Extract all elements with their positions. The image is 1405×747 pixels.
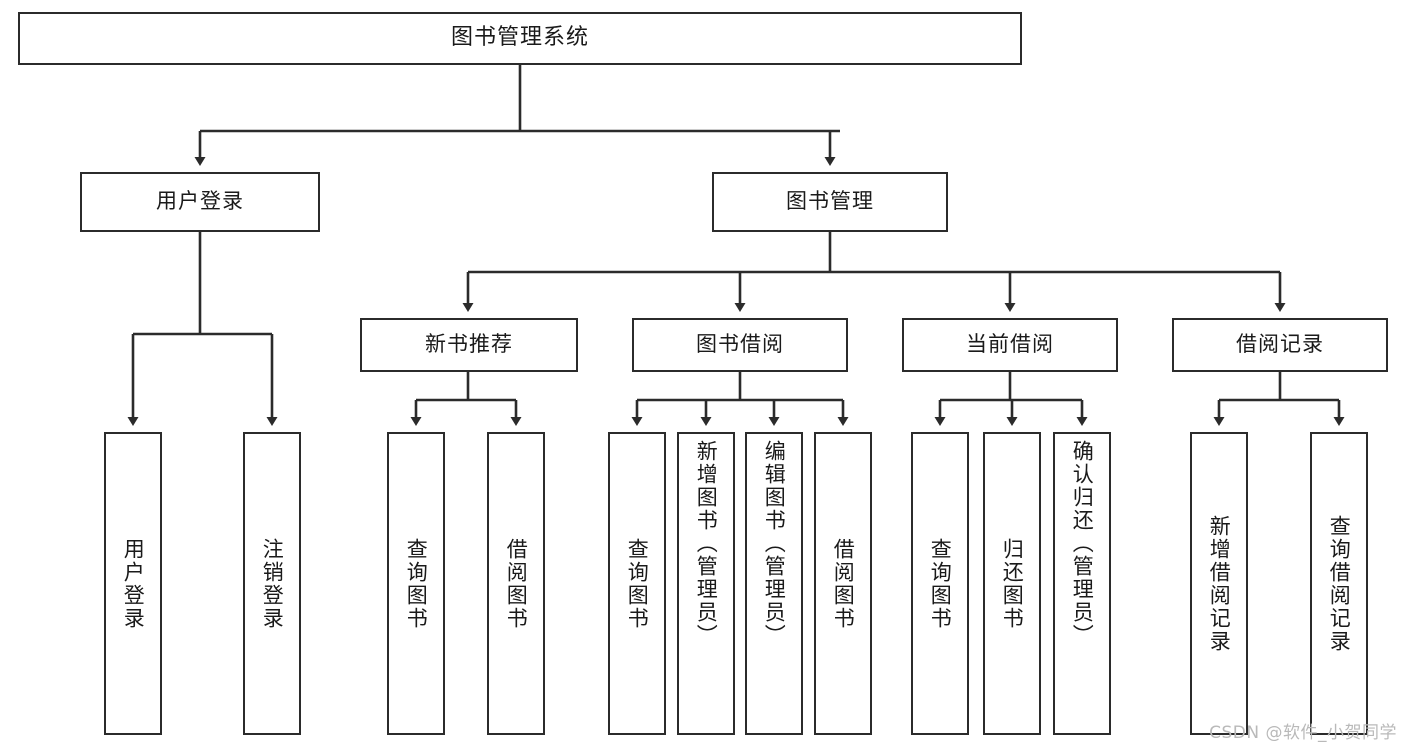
leaf-return-book[interactable]: 归还图书 [983,432,1041,735]
leaf-add-borrow-record[interactable]: 新增借阅记录 [1190,432,1248,735]
node-new-book-recommend[interactable]: 新书推荐 [360,318,578,372]
leaf-add-book-admin-label: 新增图书（管理员） [694,440,719,647]
node-user-login-label: 用户登录 [156,189,244,214]
watermark-text: CSDN @软件_小贺同学 [1209,723,1397,743]
leaf-add-borrow-record-label: 新增借阅记录 [1207,514,1232,653]
leaf-query-borrow-record-label: 查询借阅记录 [1327,514,1352,653]
leaf-borrow-book-label: 借阅图书 [831,537,856,630]
leaf-query-book-current[interactable]: 查询图书 [911,432,969,735]
leaf-user-login-label: 用户登录 [121,537,146,630]
leaf-query-book-borrow-label: 查询图书 [625,537,650,630]
leaf-borrow-book-newbook[interactable]: 借阅图书 [487,432,545,735]
leaf-borrow-book-newbook-label: 借阅图书 [504,537,529,630]
leaf-edit-book-admin-label: 编辑图书（管理员） [762,440,787,647]
leaf-add-book-admin[interactable]: 新增图书（管理员） [677,432,735,735]
leaf-edit-book-admin[interactable]: 编辑图书（管理员） [745,432,803,735]
node-book-management-label: 图书管理 [786,189,874,214]
leaf-query-book-current-label: 查询图书 [928,537,953,630]
leaf-return-book-label: 归还图书 [1000,537,1025,630]
node-book-management[interactable]: 图书管理 [712,172,948,232]
node-root-label: 图书管理系统 [450,25,589,51]
leaf-user-login[interactable]: 用户登录 [104,432,162,735]
node-book-borrow[interactable]: 图书借阅 [632,318,848,372]
leaf-confirm-return-admin-label: 确认归还（管理员） [1070,440,1095,647]
node-borrow-record-label: 借阅记录 [1236,332,1324,357]
leaf-query-book-newbook-label: 查询图书 [404,537,429,630]
node-current-borrow[interactable]: 当前借阅 [902,318,1118,372]
node-borrow-record[interactable]: 借阅记录 [1172,318,1388,372]
leaf-query-book-newbook[interactable]: 查询图书 [387,432,445,735]
leaf-confirm-return-admin[interactable]: 确认归还（管理员） [1053,432,1111,735]
leaf-logout-label: 注销登录 [260,537,285,630]
node-book-borrow-label: 图书借阅 [696,332,784,357]
node-new-book-recommend-label: 新书推荐 [425,332,513,357]
leaf-borrow-book[interactable]: 借阅图书 [814,432,872,735]
leaf-logout[interactable]: 注销登录 [243,432,301,735]
node-current-borrow-label: 当前借阅 [966,332,1054,357]
leaf-query-book-borrow[interactable]: 查询图书 [608,432,666,735]
node-user-login[interactable]: 用户登录 [80,172,320,232]
leaf-query-borrow-record[interactable]: 查询借阅记录 [1310,432,1368,735]
node-root-system[interactable]: 图书管理系统 [18,12,1022,65]
